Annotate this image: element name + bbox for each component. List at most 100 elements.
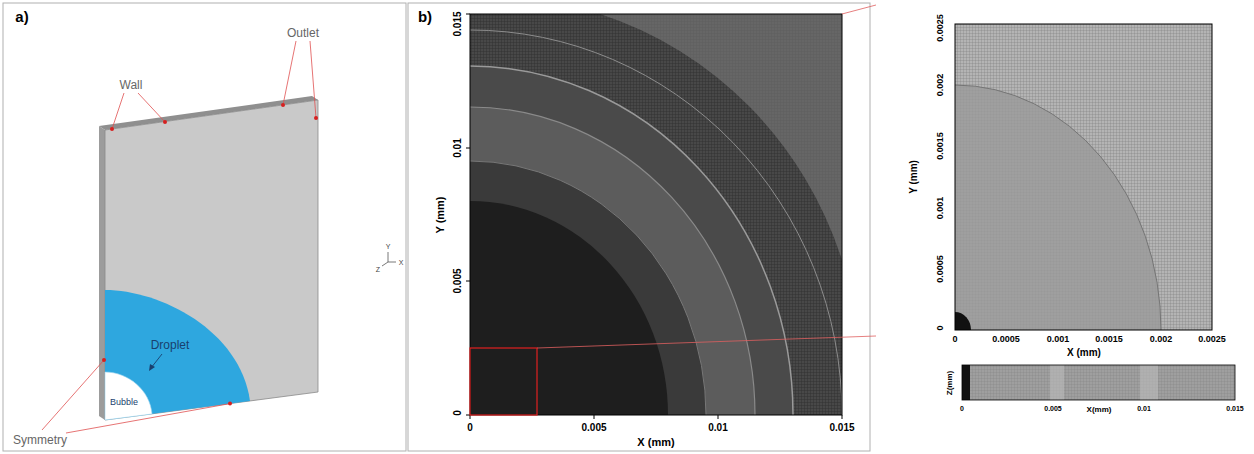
bubble-region <box>105 372 152 420</box>
leader-dot <box>163 120 167 124</box>
tick-label: 0 <box>453 410 463 416</box>
axis-title: X (mm) <box>1067 348 1101 358</box>
axis-title: X (mm) <box>637 437 674 448</box>
tick-label: 0.001 <box>936 197 945 220</box>
tick <box>594 415 595 419</box>
part-label: Outlet <box>287 27 319 39</box>
slab-side <box>99 126 105 420</box>
tick-label: 0.001 <box>1047 335 1070 344</box>
leader-line <box>283 41 296 105</box>
leader-dot <box>110 127 114 131</box>
axis-title: Y (mm) <box>435 196 446 233</box>
part-label: Symmetry <box>13 434 67 446</box>
panel-frame <box>408 3 870 451</box>
plot-frame <box>955 24 1212 330</box>
strip-band <box>1140 365 1158 400</box>
tick-label: 0.0015 <box>936 132 945 160</box>
tick-label: 0.0005 <box>936 255 945 283</box>
tick-label: 0 <box>467 423 473 433</box>
mesh-ground <box>470 14 842 415</box>
tick-label: 0.0025 <box>936 14 945 42</box>
plot-frame <box>962 365 1235 400</box>
tick-label: 0.015 <box>453 11 463 36</box>
triad-axis <box>382 262 388 266</box>
zoom-box <box>470 348 537 415</box>
zoom-line <box>842 5 876 14</box>
leader-dot <box>314 116 318 120</box>
tick <box>718 415 719 419</box>
tick-label: 0.002 <box>1150 335 1173 344</box>
mesh-corner <box>470 14 842 260</box>
tick <box>842 415 843 419</box>
mesh-dense <box>955 312 971 330</box>
leader-dot <box>281 103 285 107</box>
axis-letter: Y <box>386 243 391 250</box>
tick-label: 0.005 <box>1044 405 1062 412</box>
tick-label: 0 <box>952 335 957 344</box>
mesh-band <box>470 161 706 415</box>
mesh-arc <box>470 161 706 415</box>
droplet-region <box>105 290 250 420</box>
leader-dot <box>102 358 106 362</box>
leader-line <box>310 41 316 118</box>
mesh-arc <box>470 66 793 415</box>
tick <box>466 148 470 149</box>
panel-frame <box>3 3 406 451</box>
tick-label: 0.01 <box>1137 405 1151 412</box>
strip-dense <box>962 365 970 400</box>
zoom-line <box>537 336 876 348</box>
leader-dots <box>102 103 318 406</box>
leader-line <box>138 93 165 122</box>
tick-label: 0.005 <box>453 268 463 293</box>
mesh-fill <box>470 14 842 415</box>
axis-triad <box>382 252 396 266</box>
tick-label: 0.0015 <box>1095 335 1123 344</box>
tick-label: 0 <box>960 405 964 412</box>
tick <box>466 281 470 282</box>
strip-band <box>1050 365 1064 400</box>
mesh-band <box>470 107 755 415</box>
tick-label: 0.01 <box>453 138 463 157</box>
slab-face <box>105 100 318 420</box>
leader-line <box>42 360 104 430</box>
part-label: Wall <box>120 79 143 91</box>
axis-letter: Z <box>376 266 380 273</box>
mesh-arc <box>955 85 1161 330</box>
tick-label: 0 <box>936 325 945 330</box>
leader-lines <box>42 41 316 433</box>
strip-fill <box>962 365 1235 400</box>
leader-dot <box>228 402 232 406</box>
plot-frame <box>470 14 842 415</box>
tick <box>466 14 470 15</box>
mesh-fill <box>955 24 1212 330</box>
pointer-head <box>149 364 155 371</box>
strip-mesh <box>962 365 1235 400</box>
panel-label: b) <box>418 9 432 24</box>
tick-label: 0.002 <box>936 74 945 97</box>
tick <box>470 415 471 419</box>
axis-title: Z(mm) <box>946 371 954 395</box>
axis-title: Y (mm) <box>909 160 919 194</box>
mesh-band <box>470 66 793 415</box>
panel-label: a) <box>15 9 28 24</box>
mesh-core <box>955 85 1161 330</box>
leader-line <box>112 93 124 129</box>
inset-mesh <box>955 24 1212 330</box>
tick-label: 0.015 <box>1226 405 1244 412</box>
tick-marks <box>466 14 842 419</box>
mesh-core <box>470 201 668 415</box>
tick <box>466 415 470 416</box>
axis-letter: X <box>399 259 404 266</box>
mesh-plot <box>470 14 842 415</box>
mesh-arc <box>470 107 755 415</box>
tick-label: 0.005 <box>581 423 606 433</box>
triad-axis <box>388 252 389 262</box>
leader-line <box>66 404 230 433</box>
tick-label: 0.0025 <box>1198 335 1226 344</box>
part-label: Droplet <box>151 339 190 351</box>
tick-label: 0.01 <box>708 423 727 433</box>
triad-axis <box>388 262 396 263</box>
tick-label: 0.0005 <box>992 335 1020 344</box>
